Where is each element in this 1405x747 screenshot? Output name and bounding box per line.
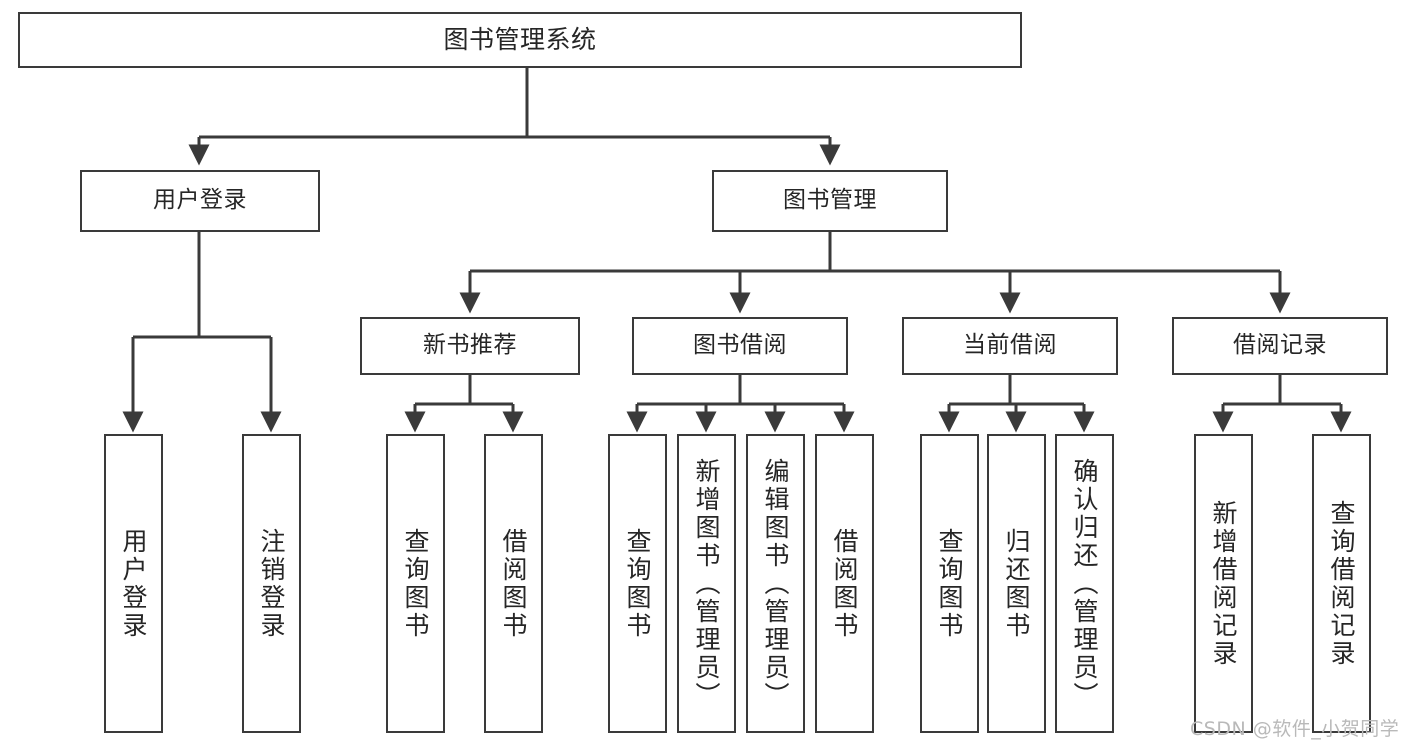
node-label: 新增借阅记录	[1209, 499, 1238, 668]
node-label: 图书管理	[783, 187, 877, 214]
node-root-system[interactable]: 图书管理系统	[18, 12, 1022, 68]
node-leaf-query-book-2[interactable]: 查询图书	[608, 434, 667, 733]
node-label: 新书推荐	[423, 332, 517, 359]
node-label: 查询图书	[401, 527, 430, 640]
node-label: 借阅图书	[499, 527, 528, 640]
node-current-borrow[interactable]: 当前借阅	[902, 317, 1118, 375]
node-label: 图书管理系统	[443, 25, 597, 55]
node-label: 查询图书	[623, 527, 652, 640]
node-leaf-return-book[interactable]: 归还图书	[987, 434, 1046, 733]
node-leaf-borrow-book-2[interactable]: 借阅图书	[815, 434, 874, 733]
node-label: 注销登录	[257, 527, 286, 640]
node-label: 用户登录	[119, 527, 148, 640]
node-label: 图书借阅	[693, 332, 787, 359]
node-label: 借阅图书	[830, 527, 859, 640]
node-label: 编辑图书（管理员）	[761, 457, 790, 710]
node-borrow-record[interactable]: 借阅记录	[1172, 317, 1388, 375]
node-leaf-confirm-return[interactable]: 确认归还（管理员）	[1055, 434, 1114, 733]
node-label: 新增图书（管理员）	[692, 457, 721, 710]
node-label: 借阅记录	[1233, 332, 1327, 359]
csdn-watermark: CSDN @软件_小贺同学	[1190, 718, 1400, 740]
node-label: 查询借阅记录	[1327, 499, 1356, 668]
node-user-login[interactable]: 用户登录	[80, 170, 320, 232]
node-book-manage[interactable]: 图书管理	[712, 170, 948, 232]
node-label: 查询图书	[935, 527, 964, 640]
node-book-borrow[interactable]: 图书借阅	[632, 317, 848, 375]
node-leaf-query-book-1[interactable]: 查询图书	[386, 434, 445, 733]
node-leaf-query-book-3[interactable]: 查询图书	[920, 434, 979, 733]
node-leaf-query-record[interactable]: 查询借阅记录	[1312, 434, 1371, 733]
node-leaf-add-book[interactable]: 新增图书（管理员）	[677, 434, 736, 733]
node-leaf-edit-book[interactable]: 编辑图书（管理员）	[746, 434, 805, 733]
node-label: 归还图书	[1002, 527, 1031, 640]
node-leaf-logout-login[interactable]: 注销登录	[242, 434, 301, 733]
node-new-book-recommend[interactable]: 新书推荐	[360, 317, 580, 375]
node-label: 用户登录	[153, 187, 247, 214]
node-leaf-borrow-book-1[interactable]: 借阅图书	[484, 434, 543, 733]
node-leaf-user-login[interactable]: 用户登录	[104, 434, 163, 733]
node-label: 确认归还（管理员）	[1070, 457, 1099, 710]
node-leaf-add-record[interactable]: 新增借阅记录	[1194, 434, 1253, 733]
node-label: 当前借阅	[963, 332, 1057, 359]
